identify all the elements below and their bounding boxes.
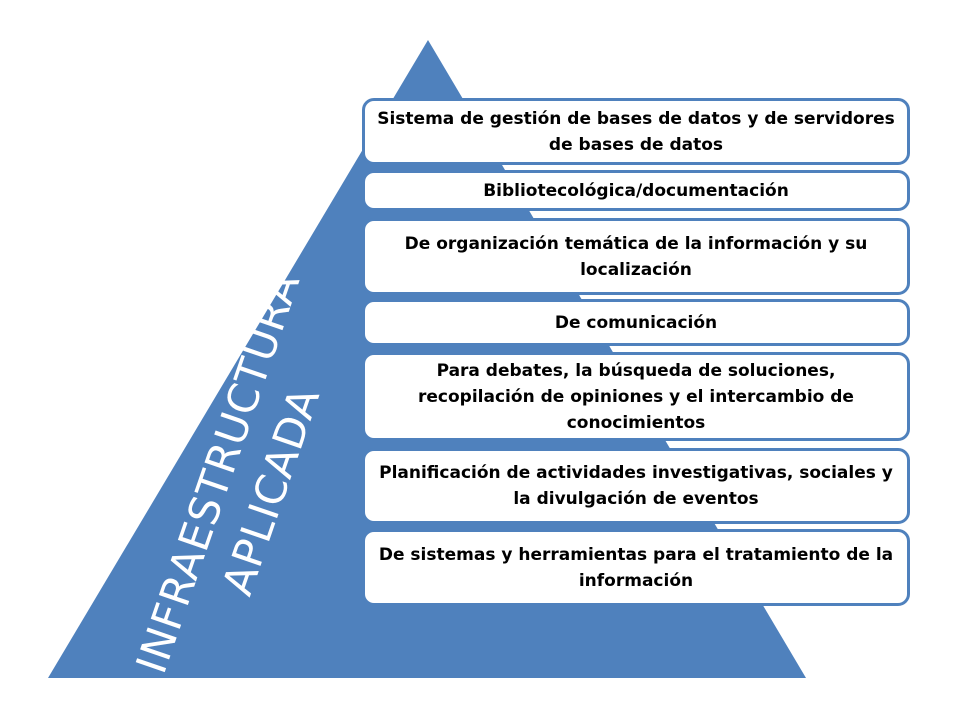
layer-box-library-documentation: Bibliotecológica/documentación xyxy=(362,170,910,211)
layer-box-communication: De comunicación xyxy=(362,299,910,346)
layer-box-debates: Para debates, la búsqueda de soluciones,… xyxy=(362,352,910,441)
layer-box-tools-information: De sistemas y herramientas para el trata… xyxy=(362,529,910,606)
layer-text: De sistemas y herramientas para el trata… xyxy=(378,544,894,591)
layer-text: De organización temática de la informaci… xyxy=(404,233,868,280)
layer-text: Para debates, la búsqueda de soluciones,… xyxy=(418,360,854,433)
layer-box-activity-planning: Planificación de actividades investigati… xyxy=(362,448,910,524)
layer-text: De comunicación xyxy=(554,312,718,333)
layer-box-database-management: Sistema de gestión de bases de datos y d… xyxy=(362,98,910,165)
layer-text: Planificación de actividades investigati… xyxy=(379,463,893,509)
layer-box-thematic-organization: De organización temática de la informaci… xyxy=(362,218,910,295)
layer-text: Sistema de gestión de bases de datos y d… xyxy=(377,108,895,155)
layer-text: Bibliotecológica/documentación xyxy=(483,180,789,201)
